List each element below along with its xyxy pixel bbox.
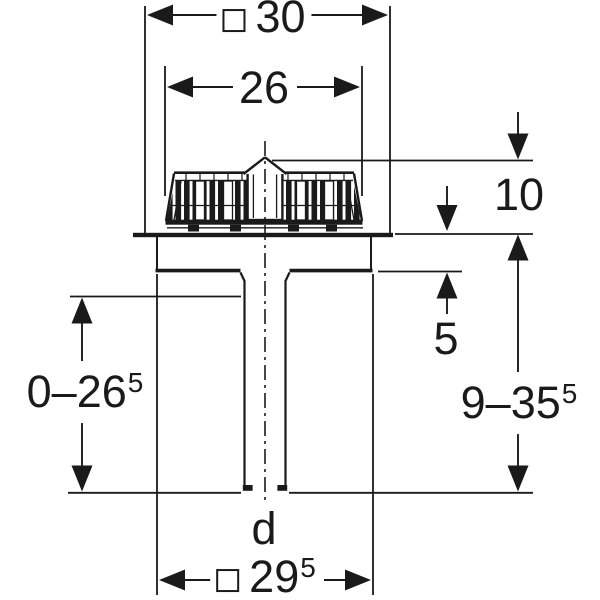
extension-lines (68, 6, 533, 595)
dim-top-width-label: 30 (216, 0, 312, 42)
dim-left-range-label: 0–265 (20, 361, 150, 423)
dimension-arrows (71, 4, 529, 591)
drain-pipe (239, 272, 291, 491)
dim-cap-height-label: 10 (487, 170, 551, 220)
flange-body (155, 237, 373, 273)
membrane-collar-line (133, 232, 393, 238)
dim-right-range-label: 9–355 (454, 372, 584, 434)
dim-grate-width-label: 26 (232, 63, 296, 113)
square-symbol-icon (222, 9, 246, 33)
square-symbol-icon (216, 569, 240, 593)
dim-flange-depth-label: 5 (427, 314, 465, 364)
base-plate (133, 219, 393, 238)
dimension-lines (81, 14, 519, 581)
pipe-diameter-label: d (245, 504, 283, 554)
dim-bottom-width-label: 295 (210, 552, 322, 600)
rim-ticks (185, 173, 345, 180)
